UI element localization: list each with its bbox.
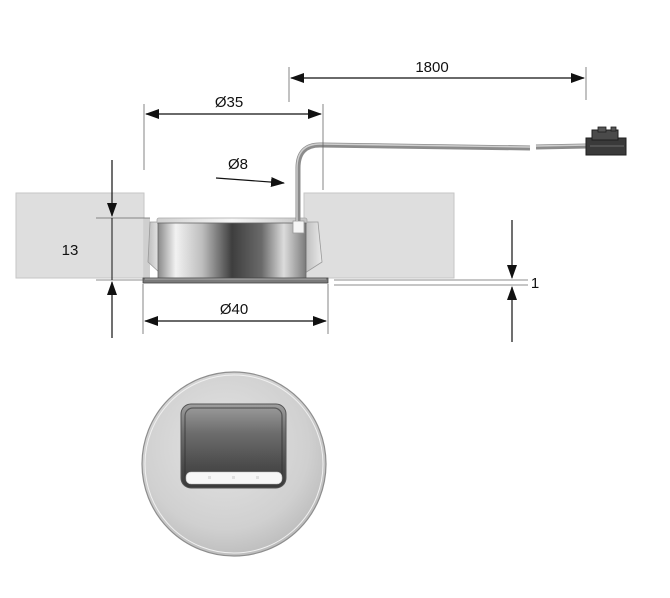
- housing-body: [157, 222, 307, 280]
- cable-entry: [292, 220, 305, 234]
- dim-leader-d8: [215, 177, 285, 188]
- dimension-inner-diameter: Ø35: [143, 94, 324, 190]
- flange: [142, 277, 329, 284]
- dimension-cable-length: 1800: [288, 59, 587, 102]
- cable-wire-highlight: [296, 143, 531, 221]
- dimension-cable-diameter: Ø8: [215, 156, 285, 188]
- label-cable-diameter: Ø8: [228, 156, 248, 173]
- cable-wire-continued-highlight: [535, 144, 589, 147]
- dimension-flange-thickness: 1: [334, 220, 539, 342]
- dimension-height: 13: [62, 160, 150, 338]
- panel-right: [303, 192, 455, 279]
- cable-wire-continued: [535, 143, 589, 150]
- panel-left: [15, 192, 145, 279]
- dimension-outer-diameter: Ø40: [142, 284, 329, 334]
- cable-wire: [295, 142, 531, 221]
- label-outer-diameter: Ø40: [220, 301, 248, 318]
- led-chip-3: [256, 476, 259, 479]
- led-chip-1: [208, 476, 211, 479]
- light-window: [180, 403, 287, 489]
- label-flange-thickness: 1: [531, 275, 539, 292]
- front-disc-inner-ring: [144, 374, 324, 554]
- label-cable-length: 1800: [415, 59, 448, 76]
- panel-cutout-left-edge: [144, 218, 150, 278]
- luminaire-front-view: [141, 371, 327, 557]
- led-chip-2: [232, 476, 235, 479]
- luminaire-side-view: [142, 217, 329, 284]
- label-height: 13: [62, 242, 79, 259]
- cable: [295, 126, 627, 221]
- label-inner-diameter: Ø35: [215, 94, 243, 111]
- mounting-panel: [15, 192, 455, 279]
- connector-plug-icon: [585, 126, 627, 156]
